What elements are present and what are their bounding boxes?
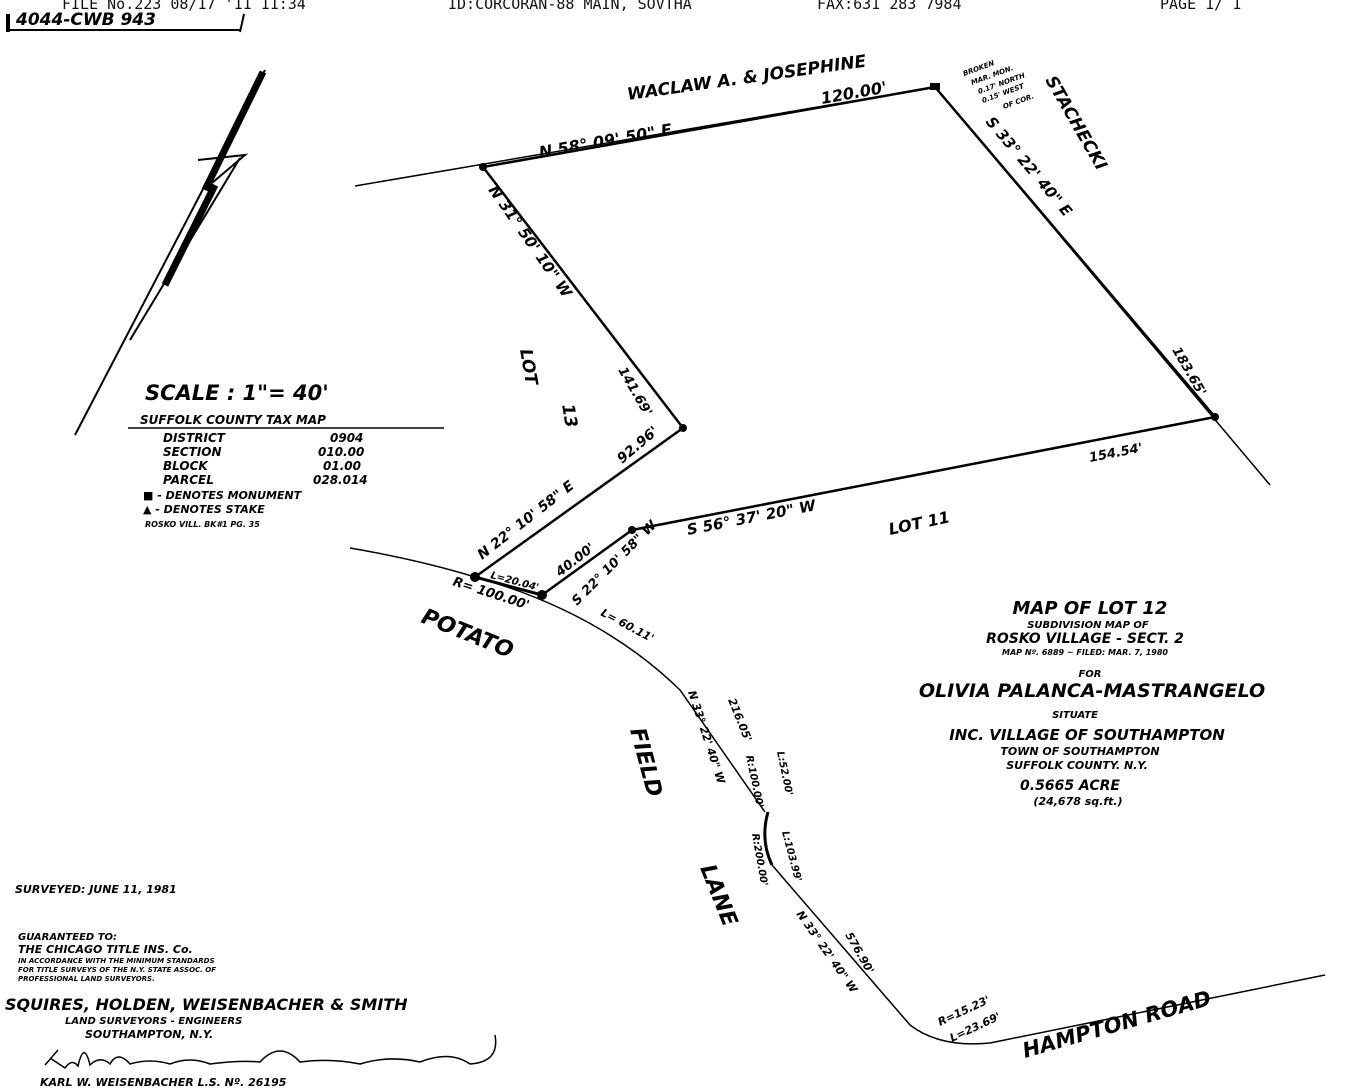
lot-11-label: LOT 11 [887,507,952,538]
curve2-length: L:103.99' [779,830,803,883]
svg-text:INC. VILLAGE OF SOUTHAMPTON: INC. VILLAGE OF SOUTHAMPTON [949,726,1225,744]
monument-legend: ■ - DENOTES MONUMENT [143,489,303,502]
firm-block: SQUIRES, HOLDEN, WEISENBACHER & SMITH LA… [5,995,408,1041]
street-name-potato: POTATO [418,604,517,663]
svg-text:01.00: 01.00 [323,459,361,473]
curve1-length: L:52.00' [774,750,794,796]
lot-13-number: 13 [557,402,581,429]
svg-text:SECTION: SECTION [163,445,222,459]
north-arrow-icon [74,69,267,436]
monument-marker [930,83,940,90]
east-bearing: S 33° 22' 40" E [982,113,1076,220]
area-sqft: (24,678 sq.ft.) [1033,795,1122,808]
svg-text:BLOCK: BLOCK [163,459,209,473]
legend-block: SCALE : 1"= 40' SUFFOLK COUNTY TAX MAP D… [128,381,444,529]
tax-map-title: SUFFOLK COUNTY TAX MAP [140,413,326,427]
area-acre: 0.5665 ACRE [1020,778,1120,794]
svg-text:PARCEL: PARCEL [163,473,214,487]
title-block: MAP OF LOT 12 SUBDIVISION MAP OF ROSKO V… [919,598,1265,808]
stake-legend: ▲ - DENOTES STAKE [143,503,265,516]
svg-text:SITUATE: SITUATE [1052,710,1098,721]
fax-header: FILE No.223 08/17 '11 11:34 ID:CORCORAN-… [62,0,1241,13]
svg-text:0904: 0904 [330,431,363,445]
svg-text:FOR TITLE SURVEYS OF THE N.Y.: FOR TITLE SURVEYS OF THE N.Y. STATE ASSO… [18,966,216,974]
svg-text:028.014: 028.014 [313,473,368,487]
fax-file: FILE No.223 08/17 '11 11:34 [62,0,306,13]
svg-text:TOWN OF SOUTHAMPTON: TOWN OF SOUTHAMPTON [1000,745,1159,758]
svg-text:FOR: FOR [1078,669,1101,680]
scale-label: SCALE : 1"= 40' [145,381,329,405]
firm-name: SQUIRES, HOLDEN, WEISENBACHER & SMITH [5,995,408,1014]
road-line [349,547,1326,1045]
svg-text:MAP Nº. 6889 ~ FILED: MAR. 7,: MAP Nº. 6889 ~ FILED: MAR. 7, 1980 [1002,648,1168,657]
street-name-lane: LANE [694,861,741,930]
south-bearing: S 56° 37' 20" W [685,496,818,539]
svg-text:GUARANTEED TO:: GUARANTEED TO: [18,932,117,943]
sw-bearing: N 22° 10' 58" E [475,478,578,563]
west-bearing: N 31° 50' 10" W [485,182,577,302]
boundary-labels: WACLAW A. & JOSEPHINE STACHECKI N 58° 09… [475,52,1209,609]
svg-text:IN ACCORDANCE WITH THE MINIMUM: IN ACCORDANCE WITH THE MINIMUM STANDARDS [18,957,215,965]
fax-number: FAX:631 283 7984 [817,0,962,13]
svg-text:THE CHICAGO TITLE INS. Co.: THE CHICAGO TITLE INS. Co. [18,943,193,956]
svg-text:SOUTHAMPTON, N.Y.: SOUTHAMPTON, N.Y. [85,1028,213,1041]
street-name-hampton-road: HAMPTON ROAD [1020,986,1214,1063]
fax-id: ID:CORCORAN-88 MAIN, SOVTHA [448,0,692,13]
svg-text:PROFESSIONAL LAND SURVEYORS.: PROFESSIONAL LAND SURVEYORS. [18,975,155,983]
fax-page: PAGE 1/ 1 [1160,0,1241,13]
client-name: OLIVIA PALANCA-MASTRANGELO [919,680,1265,702]
north-distance: 120.00' [819,78,888,108]
curve1-radius: R:100.00' [743,754,765,808]
road-bearing-1: N 33° 22' 40" W [685,689,728,786]
west-distance: 141.69' [615,365,655,419]
reference: ROSKO VILL. BK#1 PG. 35 [145,520,260,529]
street-name-field: FIELD [624,725,666,800]
lot-boundary [354,83,1271,600]
signature [44,1034,497,1070]
surveyed-date: SURVEYED: JUNE 11, 1981 [15,883,177,896]
monument-note: BROKEN MAR. MON. 0.17' NORTH 0.15' WEST … [962,59,1035,111]
road-distance-1: 216.05' [725,696,754,743]
road-bearing-2: N 33° 22' 40" W [794,908,861,996]
surveyor-name: KARL W. WEISENBACHER L.S. Nº. 26195 [40,1076,287,1088]
south-distance: 154.54' [1088,441,1144,466]
north-bearing: N 58° 09' 50" E [537,120,673,162]
map-title: MAP OF LOT 12 [1013,598,1168,619]
lot-13-label: LOT [515,347,541,388]
svg-text:LAND SURVEYORS - ENGINEERS: LAND SURVEYORS - ENGINEERS [65,1016,242,1027]
svg-text:SUFFOLK COUNTY. N.Y.: SUFFOLK COUNTY. N.Y. [1006,759,1148,772]
svg-text:DISTRICT: DISTRICT [163,431,226,445]
adjoining-owner-east: STACHECKI [1041,73,1111,174]
svg-text:ROSKO VILLAGE - SECT. 2: ROSKO VILLAGE - SECT. 2 [986,631,1184,647]
file-number: 4044-CWB 943 [15,10,156,30]
file-number-stamp: 4044-CWB 943 [6,10,245,33]
svg-text:010.00: 010.00 [318,445,364,459]
road-arc-length: L= 60.11' [599,606,657,645]
svg-text:SUBDIVISION MAP OF: SUBDIVISION MAP OF [1027,620,1149,631]
guarantee-block: GUARANTEED TO: THE CHICAGO TITLE INS. Co… [18,932,216,983]
